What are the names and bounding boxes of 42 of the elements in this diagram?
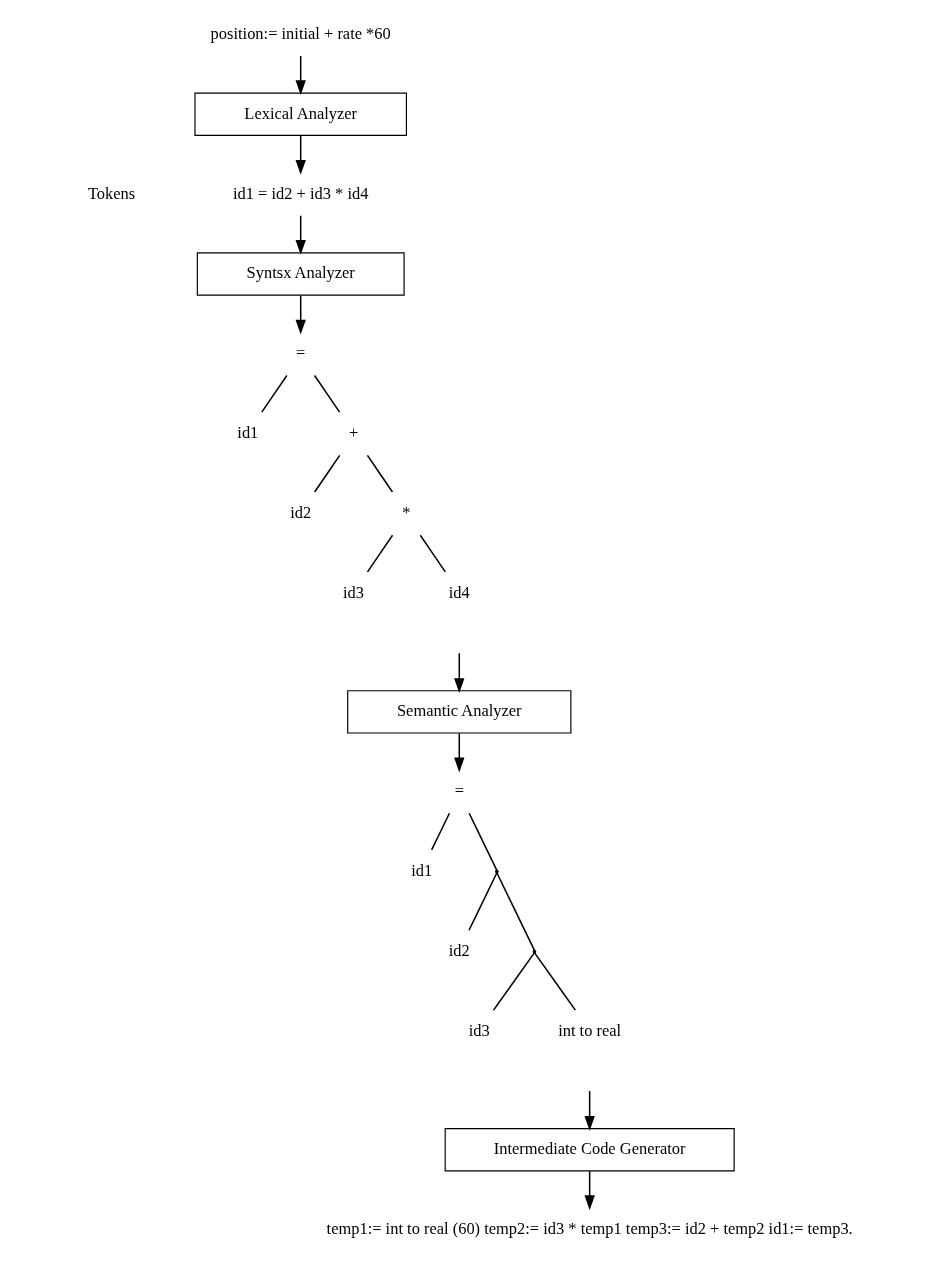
- node-text: id3: [468, 1020, 490, 1040]
- arrow: [584, 1090, 595, 1131]
- node-text: =: [454, 781, 464, 801]
- connector: [366, 534, 394, 573]
- connector: [313, 374, 341, 413]
- node-text: id1: [237, 423, 259, 443]
- connector: [468, 872, 498, 932]
- node-point: [532, 949, 537, 954]
- connector: [366, 454, 394, 493]
- node-text: *: [402, 503, 411, 523]
- arrow: [584, 1170, 595, 1211]
- node-box: Lexical Analyzer: [194, 92, 407, 137]
- node-text: position:= initial + rate *60: [210, 23, 391, 43]
- node-point: [495, 869, 499, 874]
- connector: [533, 952, 577, 1011]
- connector: [468, 812, 498, 872]
- node-text: id1 = id2 + id3 * id4: [232, 183, 369, 203]
- node-text: temp1:= int to real (60) temp2:= id3 * temp1 temp3:= id2 + temp2 id1:= temp3.: [326, 1218, 853, 1238]
- connector: [492, 952, 536, 1011]
- arrow: [454, 652, 465, 693]
- node-text: id2: [290, 503, 312, 523]
- connector: [430, 812, 451, 851]
- connector: [496, 872, 536, 951]
- connector: [419, 534, 447, 573]
- node-text: id2: [448, 940, 470, 960]
- node-text: id3: [343, 582, 365, 602]
- arrow: [295, 214, 306, 255]
- node-text: int to real: [558, 1020, 622, 1040]
- connector: [313, 454, 341, 493]
- arrow: [295, 294, 306, 335]
- node-text: id1: [411, 860, 433, 880]
- node-text: =: [296, 343, 306, 363]
- node-text: +: [348, 423, 359, 443]
- node-text: id4: [448, 582, 470, 602]
- arrow: [454, 732, 465, 773]
- node-box: Semantic Analyzer: [347, 690, 572, 734]
- arrow: [295, 55, 306, 95]
- connector: [261, 374, 288, 413]
- label: Tokens: [87, 183, 136, 203]
- arrow: [295, 135, 306, 175]
- node-box: Syntsx Analyzer: [196, 252, 405, 296]
- node-box: Intermediate Code Generator: [444, 1127, 735, 1172]
